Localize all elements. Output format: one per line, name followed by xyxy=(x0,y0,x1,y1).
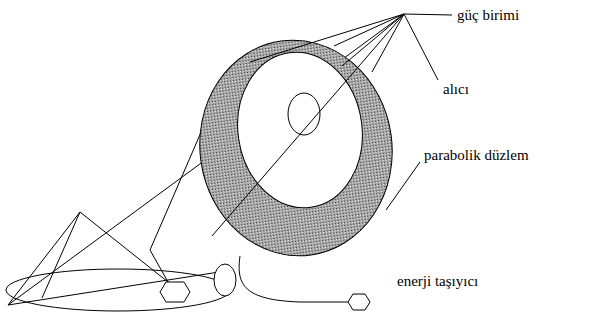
leader-line xyxy=(404,14,438,80)
support-strut xyxy=(8,212,80,305)
part-label: alıcı xyxy=(442,80,470,98)
support-strut xyxy=(150,250,168,282)
base-ring xyxy=(6,269,230,311)
leader-line xyxy=(404,14,452,15)
support-strut xyxy=(80,212,168,282)
focal-strut xyxy=(342,14,404,66)
parabolic-dish xyxy=(186,28,406,269)
focal-strut xyxy=(372,14,404,72)
motor-unit xyxy=(214,264,236,296)
dish-center xyxy=(288,93,320,135)
hex-unit xyxy=(348,294,370,310)
focal-strut xyxy=(212,14,404,236)
leader-line xyxy=(386,162,420,210)
energy-cable xyxy=(239,256,348,302)
dish-inner xyxy=(228,44,373,216)
part-label: parabolik düzlem xyxy=(423,146,530,164)
part-label: enerji taşıyıcı xyxy=(396,272,479,290)
focal-strut xyxy=(250,14,404,62)
support-strut xyxy=(42,212,80,298)
focal-strut xyxy=(334,14,404,46)
part-label: güç birimi xyxy=(456,6,520,24)
hex-unit xyxy=(160,282,190,302)
